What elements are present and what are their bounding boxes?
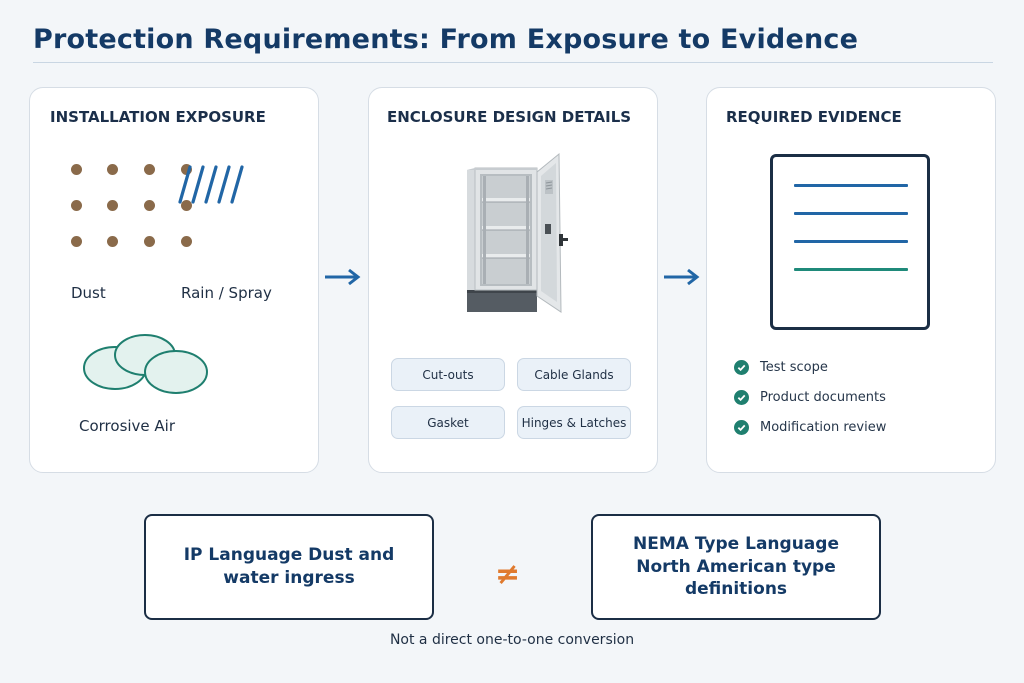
nema-language-text: NEMA Type Language North American type d… [633,533,839,600]
checklist-item: Product documents [734,390,886,405]
check-circle-icon [734,390,749,405]
corrosive-air-label: Corrosive Air [79,417,176,435]
evidence-panel: REQUIRED EVIDENCE Test scope Product doc… [706,87,996,473]
right-arrow-icon [325,268,361,286]
checklist-item: Modification review [734,420,886,435]
rain-spray-label: Rain / Spray [181,284,272,302]
corrosive-air-icon [83,334,208,394]
ip-language-box: IP Language Dust and water ingress [144,514,434,620]
not-equal-icon: ≠ [495,557,521,592]
chip-cable-glands: Cable Glands [517,358,631,391]
exposure-panel: INSTALLATION EXPOSURE Dust [29,87,319,473]
page-title: Protection Requirements: From Exposure t… [33,24,859,55]
chip-gasket: Gasket [391,406,505,439]
enclosure-cabinet-image [467,152,568,313]
evidence-heading: REQUIRED EVIDENCE [726,108,902,126]
checklist-label: Product documents [760,390,886,405]
conversion-note: Not a direct one-to-one conversion [389,632,635,648]
dust-label: Dust [71,284,106,302]
check-circle-icon [734,420,749,435]
chip-cut-outs: Cut-outs [391,358,505,391]
design-heading: ENCLOSURE DESIGN DETAILS [387,108,632,126]
title-divider [33,62,993,63]
rain-spray-icon [178,165,244,204]
ip-language-text: IP Language Dust and water ingress [183,545,395,588]
document-icon [770,154,930,330]
check-circle-icon [734,360,749,375]
exposure-heading: INSTALLATION EXPOSURE [50,108,266,126]
checklist-label: Test scope [760,360,828,375]
chip-hinges-latches: Hinges & Latches [517,406,631,439]
design-panel: ENCLOSURE DESIGN DETAILS [368,87,658,473]
right-arrow-icon [664,268,700,286]
nema-language-box: NEMA Type Language North American type d… [591,514,881,620]
checklist-item: Test scope [734,360,828,375]
checklist-label: Modification review [760,420,887,435]
